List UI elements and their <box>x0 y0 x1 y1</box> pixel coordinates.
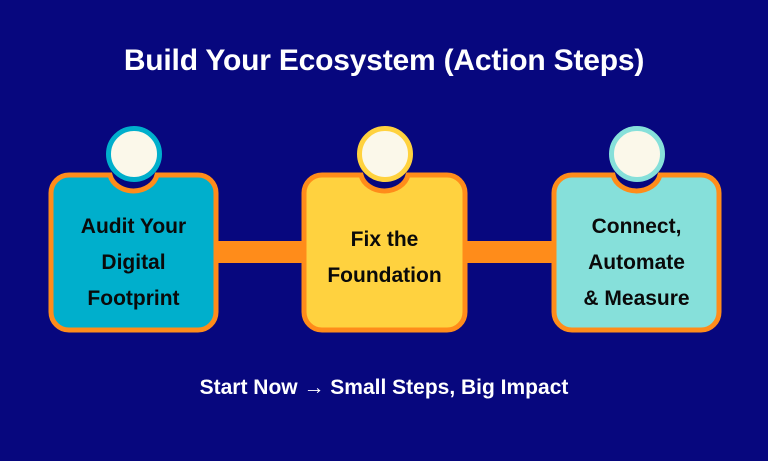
connector-step2-step3 <box>455 241 565 263</box>
step-card-1[interactable]: Audit Your Digital Footprint <box>48 126 219 333</box>
step-card-3[interactable]: Connect, Automate & Measure <box>551 126 722 333</box>
step-card-3-shape <box>551 172 722 333</box>
page-title: Build Your Ecosystem (Action Steps) <box>123 44 645 77</box>
step-card-1-label: Audit Your Digital Footprint <box>80 214 187 310</box>
step-badge-1 <box>105 126 162 182</box>
step-card-1-shape <box>48 172 219 333</box>
step-badge-3 <box>608 126 665 182</box>
step-card-3-label: Connect, Automate & Measure <box>583 214 690 310</box>
connector-step1-step2 <box>205 241 317 263</box>
step-badge-2 <box>356 126 413 182</box>
call-to-action-text: Start Now → Small Steps, Big Impact <box>199 376 569 399</box>
step-card-2-shape <box>301 172 468 333</box>
step-card-2-label: Fix the Foundation <box>327 227 442 287</box>
step-card-2[interactable]: Fix the Foundation <box>301 126 468 333</box>
